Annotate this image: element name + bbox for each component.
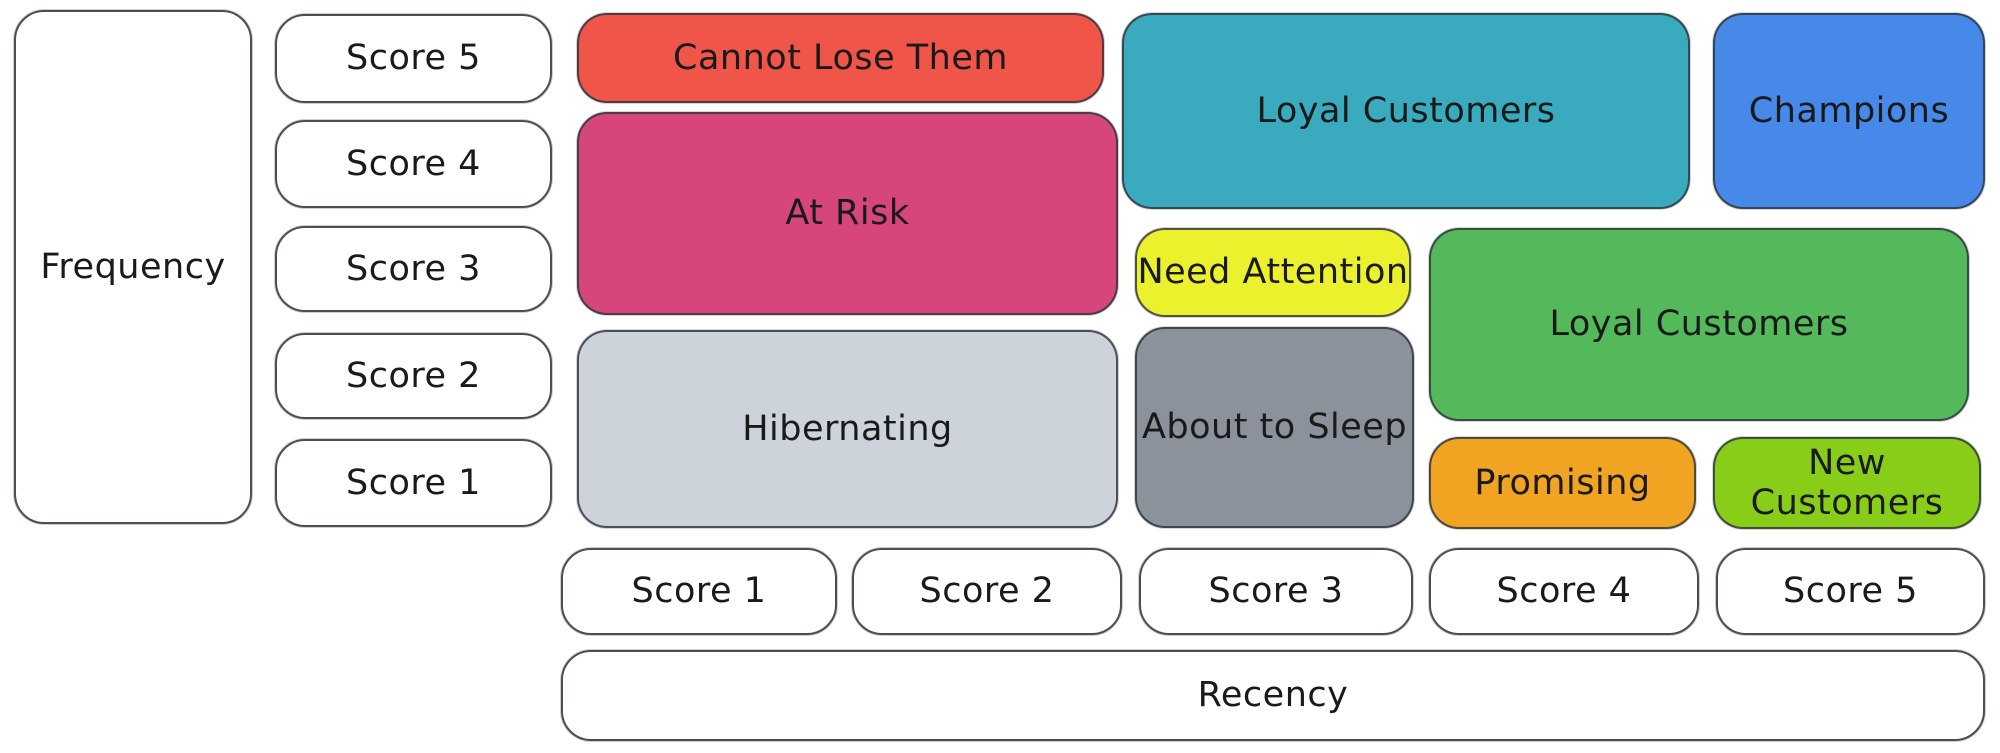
recency-score-4-box: Score 4 <box>1429 548 1699 635</box>
segment-about-to-sleep-label: About to Sleep <box>1141 407 1408 448</box>
segment-need-attention-label: Need Attention <box>1137 252 1409 293</box>
segment-loyal-customers-top: Loyal Customers <box>1122 13 1690 209</box>
segment-champions-label: Champions <box>1748 90 1950 131</box>
segment-at-risk: At Risk <box>577 112 1118 315</box>
segment-new-customers-label: New Customers <box>1750 442 1944 523</box>
segment-about-to-sleep: About to Sleep <box>1135 327 1414 528</box>
segment-loyal-customers-mid-label: Loyal Customers <box>1549 304 1849 345</box>
segment-cannot-lose-them: Cannot Lose Them <box>577 13 1104 103</box>
frequency-score-2-box: Score 2 <box>275 333 552 419</box>
recency-score-3-box: Score 3 <box>1139 548 1413 635</box>
frequency-score-4-box: Score 4 <box>275 120 552 208</box>
frequency-score-3-label: Score 3 <box>346 248 481 289</box>
segment-need-attention: Need Attention <box>1135 228 1411 317</box>
recency-score-1-label: Score 1 <box>631 571 767 612</box>
frequency-score-2-label: Score 2 <box>346 355 481 396</box>
segment-at-risk-label: At Risk <box>785 193 910 234</box>
recency-score-5-label: Score 5 <box>1783 571 1918 612</box>
segment-loyal-customers-top-label: Loyal Customers <box>1256 90 1556 131</box>
segment-champions: Champions <box>1713 13 1985 209</box>
recency-axis-label: Recency <box>1197 675 1349 716</box>
recency-score-2-label: Score 2 <box>919 571 1055 612</box>
segment-hibernating-label: Hibernating <box>742 408 953 449</box>
segment-loyal-customers-mid: Loyal Customers <box>1429 228 1969 421</box>
segment-new-customers: New Customers <box>1713 437 1981 529</box>
frequency-score-5-label: Score 5 <box>346 38 481 79</box>
recency-score-1-box: Score 1 <box>561 548 837 635</box>
segment-promising-label: Promising <box>1474 462 1651 503</box>
recency-score-3-label: Score 3 <box>1208 571 1344 612</box>
recency-score-5-box: Score 5 <box>1716 548 1985 635</box>
segment-cannot-lose-them-label: Cannot Lose Them <box>673 37 1008 78</box>
frequency-score-4-label: Score 4 <box>346 143 481 184</box>
segment-hibernating: Hibernating <box>577 330 1118 528</box>
frequency-score-1-label: Score 1 <box>346 462 481 503</box>
segment-promising: Promising <box>1429 437 1696 529</box>
frequency-axis-label: Frequency <box>40 246 226 287</box>
frequency-score-5-box: Score 5 <box>275 14 552 103</box>
recency-axis-label-box: Recency <box>561 650 1985 741</box>
recency-score-2-box: Score 2 <box>852 548 1122 635</box>
recency-score-4-label: Score 4 <box>1496 571 1632 612</box>
frequency-axis-label-box: Frequency <box>14 10 252 524</box>
frequency-score-1-box: Score 1 <box>275 439 552 527</box>
frequency-score-3-box: Score 3 <box>275 226 552 312</box>
